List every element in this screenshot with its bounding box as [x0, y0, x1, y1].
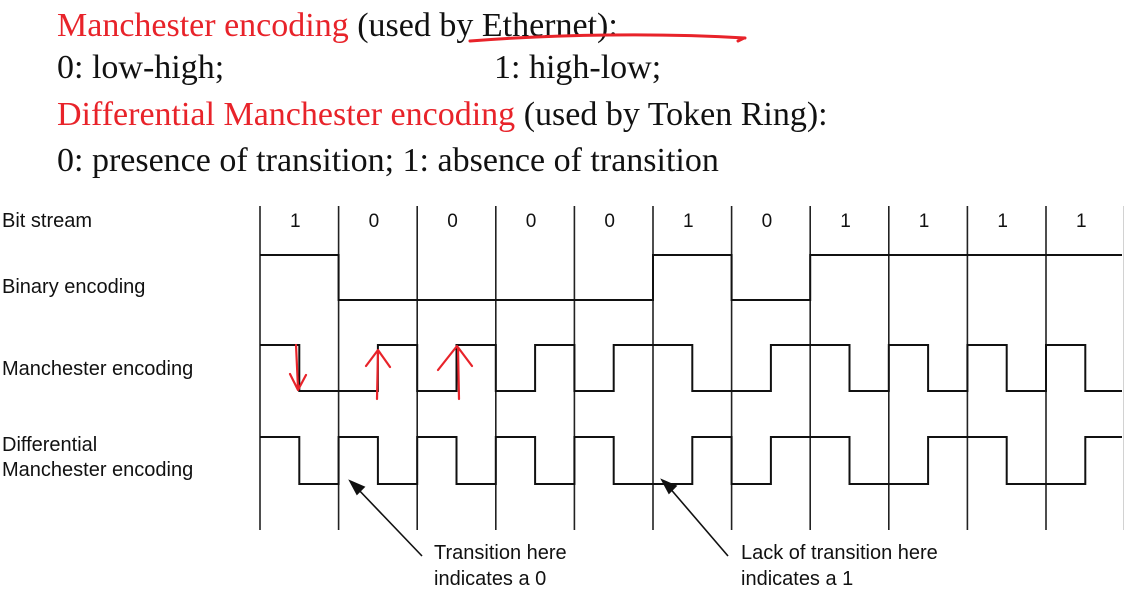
- label-manchester-encoding: Manchester encoding: [2, 358, 193, 380]
- differential-heading: Differential Manchester encoding (used b…: [57, 92, 828, 138]
- manchester-one-rule: 1: high-low;: [494, 49, 662, 86]
- up-arrow-icon: [436, 344, 474, 401]
- binary-waveform: [260, 254, 1122, 301]
- bit-value: 1: [997, 211, 1008, 232]
- bit-value: 1: [683, 211, 694, 232]
- differential-rule: 0: presence of transition; 1: absence of…: [57, 142, 719, 179]
- manchester-waveform: [260, 344, 1122, 392]
- label-differential-line1: Differential: [2, 434, 97, 456]
- bit-value: 0: [762, 211, 773, 232]
- label-differential-line2: Manchester encoding: [2, 459, 193, 481]
- annotation-pointers: [348, 478, 729, 557]
- differential-title: Differential Manchester encoding: [57, 96, 516, 133]
- bit-value: 0: [447, 211, 458, 232]
- up-arrow-icon: [364, 348, 392, 401]
- differential-usage: (used by Token Ring):: [515, 96, 828, 133]
- manchester-usage: (used by Ethernet):: [348, 7, 618, 44]
- bit-value: 0: [526, 211, 537, 232]
- bit-values: 1 0 0 0 0 1 0 1 1 1 1: [290, 211, 1087, 232]
- bit-value: 1: [1076, 211, 1087, 232]
- annotation-transition-line2: indicates a 0: [434, 568, 546, 590]
- manchester-rule: 0: low-high; 1: high-low;: [57, 45, 1117, 91]
- manchester-title: Manchester encoding: [57, 7, 349, 44]
- bit-value: 1: [840, 211, 851, 232]
- manchester-heading: Manchester encoding (used by Ethernet):: [57, 3, 618, 49]
- handwritten-underline: [468, 33, 747, 43]
- bit-value: 0: [604, 211, 615, 232]
- annotation-lack-line2: indicates a 1: [741, 568, 853, 590]
- handwritten-arrows: [288, 343, 474, 401]
- bit-value: 1: [919, 211, 930, 232]
- down-arrow-icon: [288, 343, 308, 392]
- annotation-transition-line1: Transition here: [434, 542, 567, 564]
- bit-value: 1: [290, 211, 301, 232]
- annotation-lack-line1: Lack of transition here: [741, 542, 938, 564]
- label-binary-encoding: Binary encoding: [2, 276, 145, 298]
- differential-waveform: [260, 436, 1122, 485]
- label-bit-stream: Bit stream: [2, 210, 92, 232]
- manchester-zero-rule: 0: low-high;: [57, 49, 225, 86]
- bit-value: 0: [369, 211, 380, 232]
